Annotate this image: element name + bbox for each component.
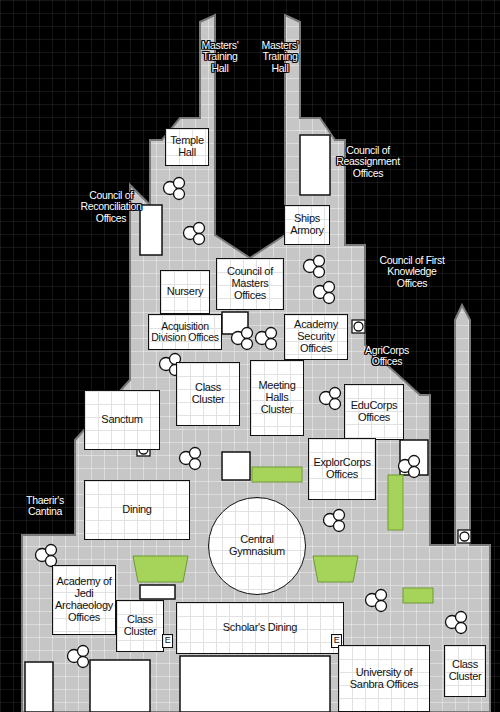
table-circle <box>324 282 335 293</box>
table-circle <box>334 510 345 521</box>
room-name: Meeting Halls Cluster <box>253 380 301 416</box>
table-circle <box>330 388 341 399</box>
room-box: Academy of Jedi Archaeology Offices <box>52 565 116 635</box>
table-circle <box>194 223 205 234</box>
room-box: EduCorps Offices <box>344 384 404 440</box>
table-circle <box>456 623 467 634</box>
table-circle <box>266 339 277 350</box>
room-name: Temple Hall <box>168 135 206 159</box>
room-name: Sanctum <box>101 414 142 426</box>
table-circle <box>78 657 89 668</box>
room-box: Academy Security Offices <box>284 314 348 360</box>
table-circle <box>242 339 253 350</box>
room-box: University of Sanbra Offices <box>338 645 430 712</box>
room-box: Council of Masters Offices <box>216 258 284 310</box>
table-circle <box>78 646 89 657</box>
room-name: Ships Armory <box>287 213 327 237</box>
room-box: Dining <box>84 480 190 540</box>
table-circle <box>376 601 387 612</box>
room-box: Class Cluster <box>444 645 486 697</box>
room-box: Nursery <box>160 270 210 314</box>
table-circle <box>266 328 277 339</box>
plain-rooms <box>25 135 428 712</box>
room-box: Class Cluster <box>176 362 240 426</box>
room-box: Temple Hall <box>165 128 209 166</box>
room-name: Scholar's Dining <box>223 622 297 634</box>
room-name: Class Cluster <box>179 382 237 406</box>
room-name: E <box>165 636 171 646</box>
table-circle <box>330 399 341 410</box>
area-label: Council of Reconciliation Offices <box>72 190 150 224</box>
table-circle <box>409 456 420 467</box>
room-box: Ships Armory <box>284 205 330 245</box>
room-name: University of Sanbra Offices <box>341 667 427 691</box>
room-box: E <box>162 634 173 648</box>
room-name: ExplorCorps Offices <box>311 457 373 481</box>
room-box: Class Cluster <box>116 600 164 652</box>
area-label: Masters' Training Hall <box>256 40 304 74</box>
room-name: Academy of Jedi Archaeology Offices <box>55 576 113 624</box>
room-name: EduCorps Offices <box>347 400 401 424</box>
room-box: ExplorCorps Offices <box>308 438 376 500</box>
room-box: Sanctum <box>84 390 160 450</box>
area-label: Masters' Training Hall <box>196 40 244 74</box>
table-circle <box>456 612 467 623</box>
table-circle <box>314 267 325 278</box>
table-circle <box>46 545 57 556</box>
table-circle <box>174 189 185 200</box>
room-name: Central Gymnasium <box>211 534 303 558</box>
table-circle <box>242 328 253 339</box>
table-circle <box>334 521 345 532</box>
table-circle <box>174 178 185 189</box>
room-name: Class Cluster <box>119 614 161 638</box>
room-box: Meeting Halls Cluster <box>250 360 304 436</box>
room-name: Academy Security Offices <box>287 319 345 355</box>
table-circle <box>190 459 201 470</box>
area-label: AgriCorps Offices <box>352 345 422 368</box>
room-name: Dining <box>122 504 151 516</box>
hull <box>22 15 490 712</box>
area-label: Thaerir's Cantina <box>18 495 72 518</box>
table-circle <box>409 467 420 478</box>
table-groups <box>36 178 467 668</box>
table-circle <box>314 256 325 267</box>
table-circle <box>324 293 335 304</box>
room-name: Class Cluster <box>447 659 483 683</box>
room-name: Council of Masters Offices <box>219 266 281 302</box>
room-box: Acquisition Division Offices <box>148 314 222 350</box>
round-room: Central Gymnasium <box>208 497 306 595</box>
table-circle <box>190 448 201 459</box>
table-circle <box>376 590 387 601</box>
area-label: Council of Reassignment Offices <box>328 145 408 179</box>
area-label: Council of First Knowledge Offices <box>372 255 452 289</box>
room-name: Acquisition Division Offices <box>151 321 219 344</box>
room-box: Scholar's Dining <box>176 602 344 654</box>
room-name: Nursery <box>167 286 203 298</box>
table-circle <box>194 234 205 245</box>
